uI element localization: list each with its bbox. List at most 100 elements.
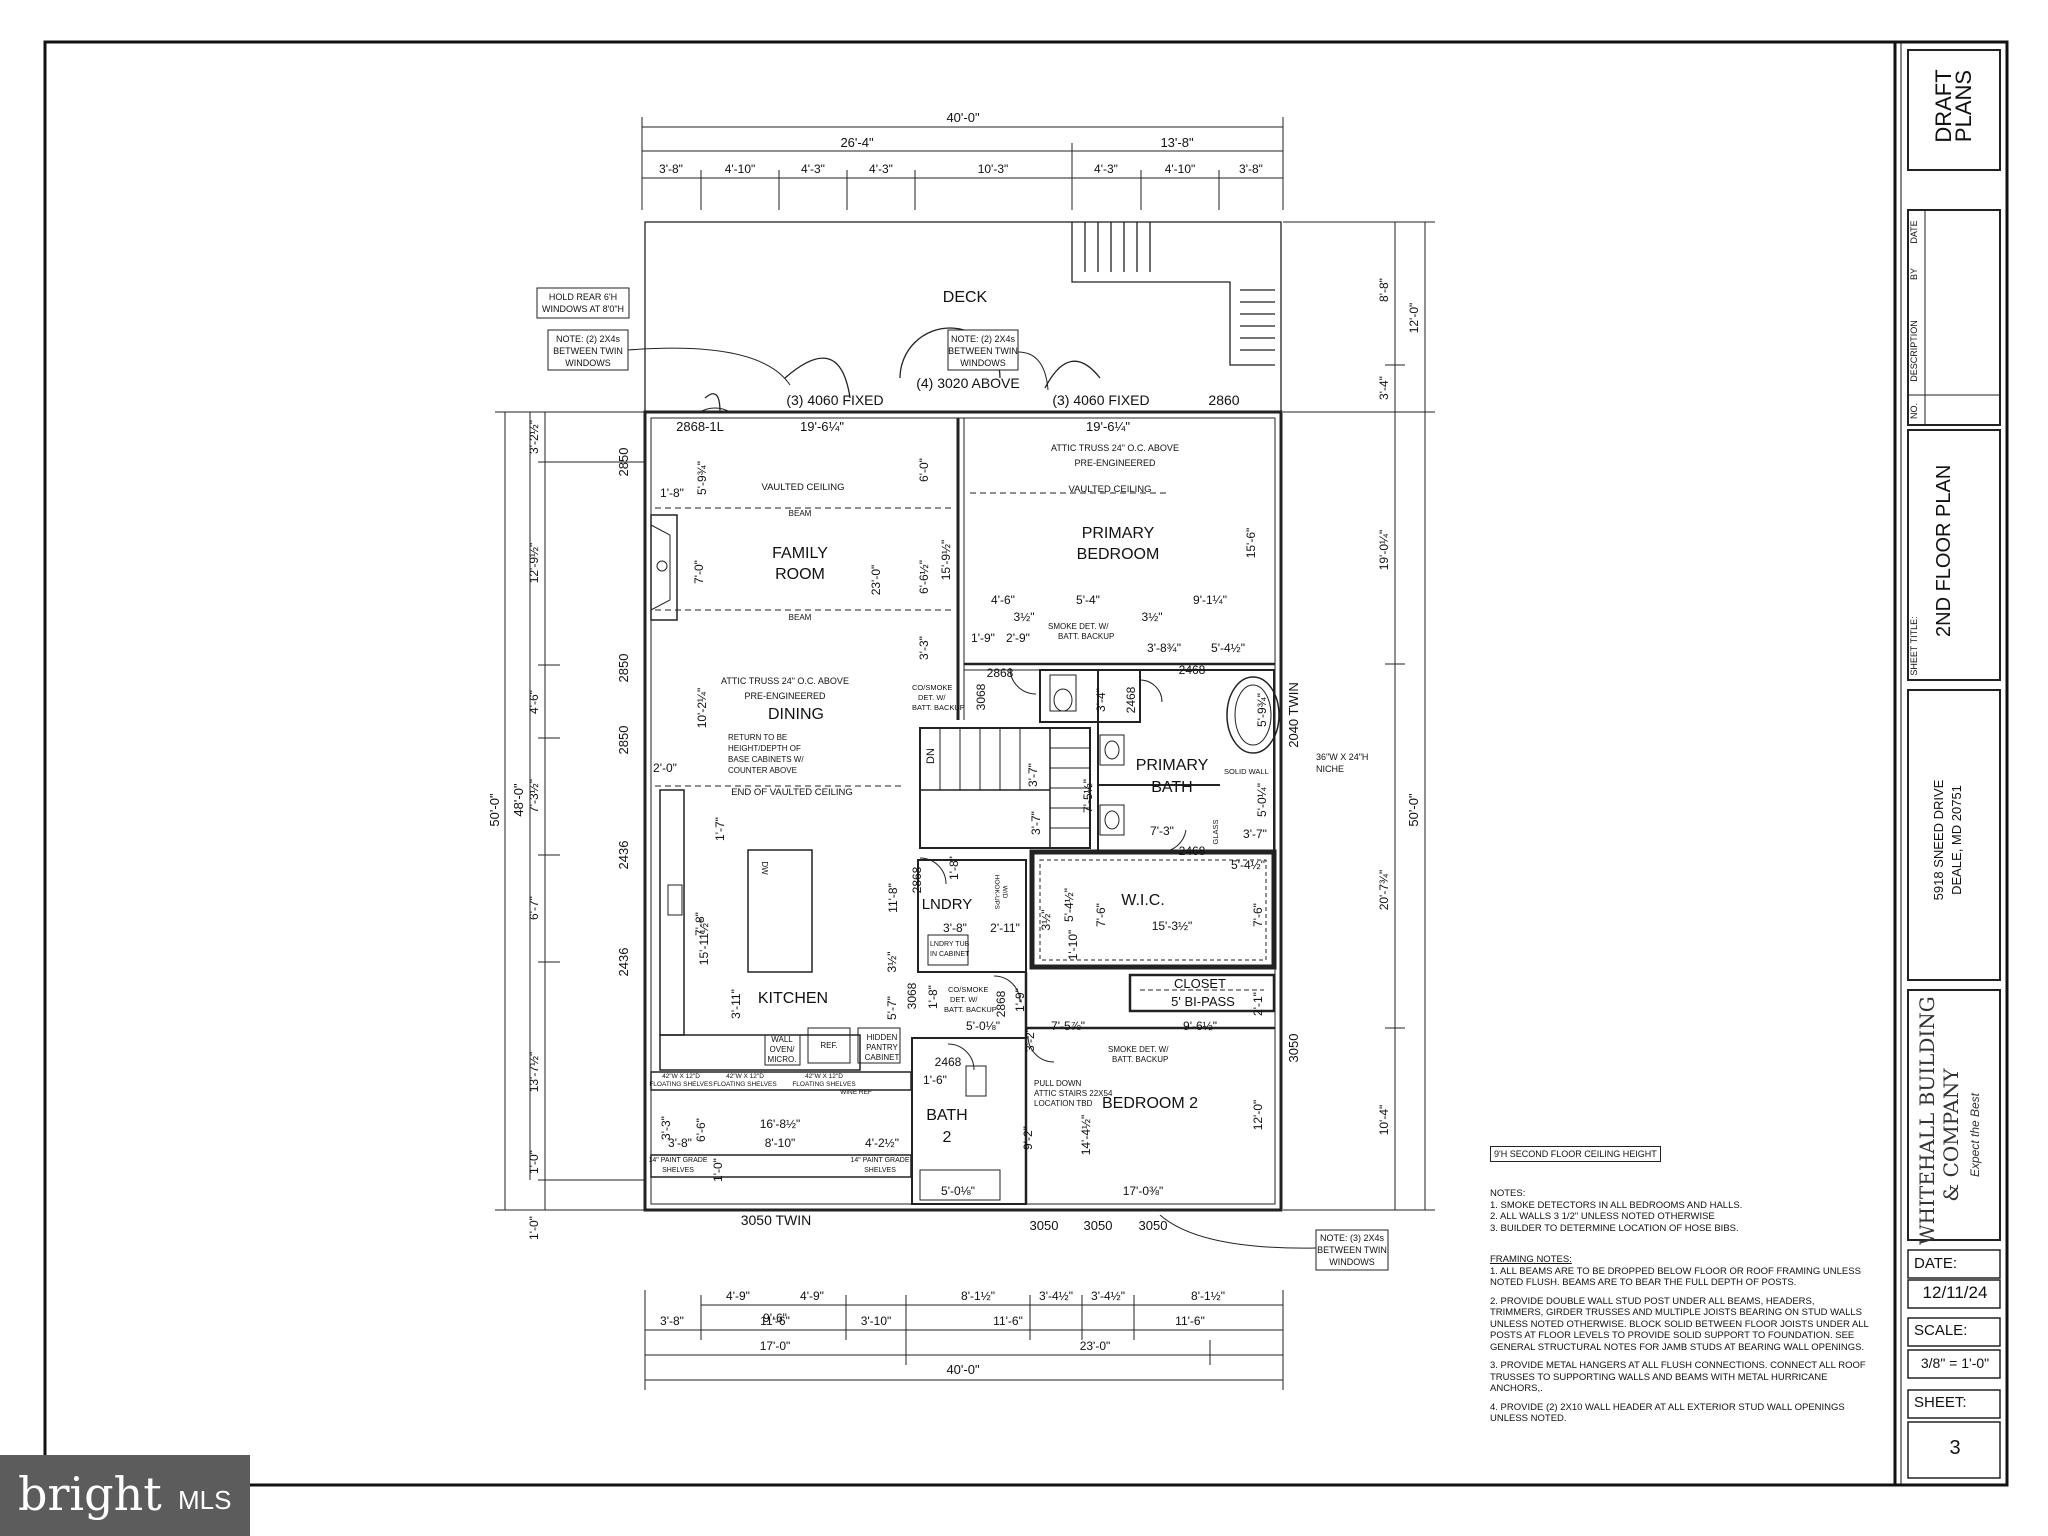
dim-bottom-r1: 8'-1½" [961,1289,995,1303]
interior-dimension-label: 2468 [1124,686,1138,713]
bright-logo-text: bright [18,1467,162,1521]
dim-top-seg: 4'-3" [1094,162,1118,176]
interior-dimension-label: 2'-9" [1006,631,1030,645]
dim-bottom-r1: 3'-4½" [1091,1289,1125,1303]
interior-dimension-label: 6'-0" [917,458,931,482]
interior-dimension-label: 10'-2¼" [695,688,709,729]
rev-header-date: DATE [1909,220,1919,244]
interior-dimension-label: 3'-7" [1026,763,1040,787]
dim-bottom-r3: 23'-0" [1080,1339,1111,1353]
window-bottom-3050: 3050 [1084,1218,1113,1233]
interior-dimension-label: 3068 [974,683,988,710]
interior-dimension-label: 5'-9¾" [695,461,709,495]
dim-top-seg: 4'-3" [869,162,893,176]
interior-dimension-label: 2468 [935,1055,962,1069]
dim-top-seg: 4'-10" [1165,162,1196,176]
window-right: 3050 [1286,1034,1301,1063]
general-notes: NOTES: 1. SMOKE DETECTORS IN ALL BEDROOM… [1490,1188,1869,1424]
room-wic: W.I.C. [1121,892,1165,909]
rev-header-description: DESCRIPTION [1909,320,1919,382]
window-bottom-3050: 3050 [1030,1218,1059,1233]
interior-dimensions: 5'-9¾"1'-8"7'-0"6'-0"6'-6½"15'-9½"23'-0"… [653,458,1269,1198]
company-logo: WHITEHALL BUILDING & COMPANY Expect the … [1915,996,1982,1245]
door-2860: 2860 [1208,392,1239,408]
room-deck: DECK [943,289,988,306]
note-beam-bottom: BEAM [789,613,812,622]
interior-dimension-label: 2468 [1179,663,1206,677]
date-label: DATE: [1914,1255,1958,1272]
interior-dimension-label: 1'-10" [1066,930,1080,961]
note-vaulted-left: VAULTED CEILING [761,482,844,493]
interior-dimension-label: 6'-6½" [917,560,931,594]
bottom-dimensions [644,1290,1284,1390]
dim-top-seg: 10'-3" [978,162,1009,176]
interior-dimension-label: 3'-8" [668,1136,692,1150]
interior-dimension-label: 16'-8½" [760,1117,801,1131]
interior-dimension-label: 9'-6½" [1183,1019,1217,1033]
mls-logo-text: MLS [178,1485,232,1515]
interior-dimension-label: 15'-11½" [697,919,711,965]
interior-dimension-label: 7'-3" [1150,824,1174,838]
interior-dimension-label: 15'-6" [1244,528,1258,559]
interior-dimension-label: 3'-8¾" [1147,641,1181,655]
dim-left-seg: 4'-6" [527,690,541,714]
dim-bottom-r1: 9'-6" [763,1311,787,1325]
room-laundry: LNDRY [922,896,973,913]
note-dw: DW [760,861,769,875]
bright-mls-watermark: bright MLS [0,1455,250,1536]
scale-label: SCALE: [1914,1322,1968,1339]
dim-top-seg: 3'-8" [659,162,683,176]
door-2868-1l: 2868-1L [676,419,724,434]
sheet-border [43,40,2009,1487]
dim-bottom-r3: 17'-0" [760,1339,791,1353]
note-end-vaulted: END OF VAULTED CEILING [731,787,853,798]
interior-dimension-label: 1'-8" [947,856,961,880]
interior-dimension-label: 12'-0" [1251,1100,1265,1131]
house-walls [643,407,1283,1212]
dim-left-seg: 3'-2½" [527,420,541,454]
interior-dimension-label: 9'-1¼" [1193,593,1227,607]
note-glass: GLASS [1211,819,1220,844]
dim-right-seg: 10'-4" [1377,1105,1391,1136]
dim-top-left-group: 26'-4" [840,135,874,150]
dim-left-seg: 6'-7" [527,896,541,920]
dim-right-seg: 8'-8" [1377,278,1391,302]
sheet-title-label: SHEET TITLE: [1909,616,1919,676]
window-above: (4) 3020 ABOVE [916,375,1020,391]
interior-dimension-label: 1'-6" [923,1073,947,1087]
interior-dimension-label: 15'-9½" [939,540,953,581]
interior-dimension-label: 2868 [987,666,1014,680]
dim-bottom-r2: 11'-6" [760,1314,790,1328]
interior-dimension-label: 15'-3½" [1152,919,1193,933]
dim-left-seg: 12'-9½" [527,543,541,584]
interior-dimension-label: 2'-11" [990,921,1020,935]
dim-left-overall: 50'-0" [487,793,502,827]
interior-dimension-label: 5'-4½" [1211,641,1245,655]
note-ref: REF. [820,1041,837,1050]
room-bedroom2: BEDROOM 2 [1102,1095,1198,1112]
dim-top-seg: 3'-8" [1239,162,1263,176]
left-dimensions [495,411,645,1211]
interior-dimension-label: 3'-11" [729,989,743,1019]
interior-dimension-label: 14'-4½" [1079,1115,1093,1156]
dim-left-seg: 13'-7½" [527,1052,541,1093]
title-block-frame [1907,49,2001,1479]
interior-dimension-label: 8'-10" [765,1136,796,1150]
dim-bottom-r2: 3'-10" [861,1314,892,1328]
beam-lines [655,492,1170,787]
width-family: 19'-6¼" [800,419,844,434]
window-fixed-left: (3) 4060 FIXED [786,392,883,408]
interior-dimension-label: 3½" [1014,610,1035,624]
interior-dimension-label: 1'-8" [926,985,940,1009]
